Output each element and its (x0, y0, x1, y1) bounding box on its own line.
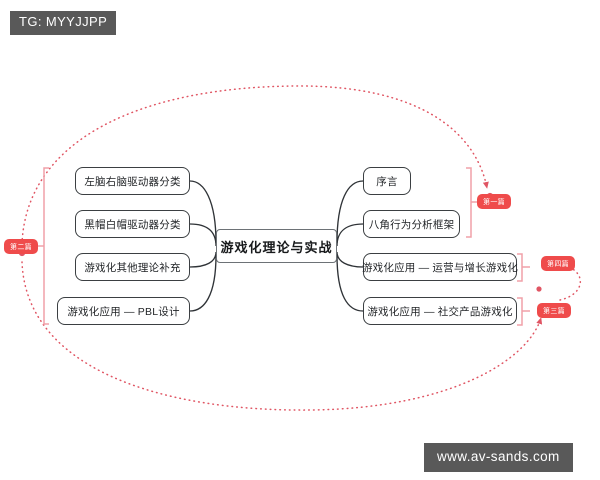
node-right-3[interactable]: 游戏化应用 — 运营与增长游戏化 (362, 253, 518, 281)
node-left-1[interactable]: 左脑右脑驱动器分类 (75, 167, 190, 195)
node-left-3[interactable]: 游戏化其他理论补充 (75, 253, 190, 281)
node-right-2[interactable]: 八角行为分析框架 (363, 210, 460, 238)
node-left-2[interactable]: 黑帽白帽驱动器分类 (75, 210, 190, 238)
node-right-4[interactable]: 游戏化应用 — 社交产品游戏化 (363, 297, 517, 325)
node-left-4[interactable]: 游戏化应用 — PBL设计 (57, 297, 190, 325)
badge-section-3[interactable]: 第三篇 (537, 303, 571, 318)
badge-section-4[interactable]: 第四篇 (541, 256, 575, 271)
badge-section-1[interactable]: 第一篇 (477, 194, 511, 209)
left-connectors (189, 180, 217, 312)
watermark-overlay: www.av-sands.com (424, 443, 573, 472)
telegram-tag-overlay: TG: MYYJJPP (10, 11, 117, 35)
badge-section-2[interactable]: 第二篇 (4, 239, 38, 254)
node-right-1[interactable]: 序言 (363, 167, 411, 195)
center-node[interactable]: 游戏化理论与实战 (216, 229, 337, 263)
right-connectors (336, 180, 364, 312)
